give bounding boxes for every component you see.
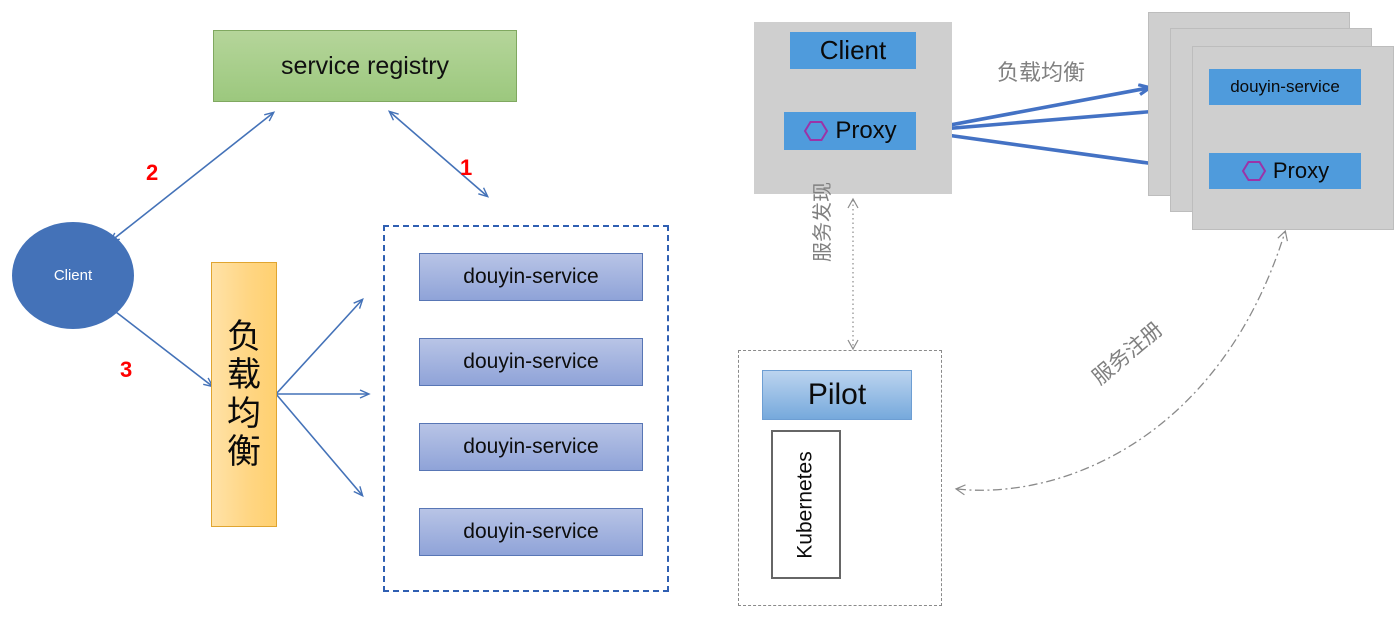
edge-lb-to-service-top (275, 297, 364, 395)
service-sidecar-proxy-box: Proxy (1209, 153, 1361, 189)
load-balancer-char-2: 载 (227, 356, 261, 395)
douyin-service-box-2: douyin-service (419, 338, 643, 386)
edge-lb-to-service-bottom (275, 393, 364, 498)
client-circle-label: Client (53, 267, 93, 284)
load-balancer-char-3: 均 (227, 394, 261, 433)
service-registry-box: service registry (213, 30, 517, 102)
load-balancer-box: 负 载 均 衡 (211, 262, 277, 527)
service-pool-container (383, 225, 669, 592)
douyin-service-label-1: douyin-service (463, 265, 599, 288)
client-sidecar-proxy-box: Proxy (784, 112, 916, 150)
hexagon-icon (1241, 161, 1267, 181)
step-number-2: 2 (146, 160, 159, 185)
edge-registry-to-client (108, 111, 276, 243)
service-app-box: douyin-service (1209, 69, 1361, 105)
step-number-1: 1 (460, 155, 473, 180)
service-registry-label: service registry (280, 51, 450, 80)
service-registration-edge-label: 服务注册 (1088, 317, 1168, 390)
douyin-service-box-3: douyin-service (419, 423, 643, 471)
douyin-service-box-1: douyin-service (419, 253, 643, 301)
hexagon-icon (804, 121, 829, 141)
client-circle: Client (12, 222, 134, 329)
service-sidecar-proxy-label: Proxy (1272, 158, 1330, 183)
edge-proxy-to-pod-2 (917, 110, 1170, 133)
client-sidecar-proxy-label: Proxy (835, 117, 897, 144)
douyin-service-label-3: douyin-service (463, 435, 599, 458)
control-plane-container (738, 350, 942, 606)
pilot-label: Pilot (807, 378, 867, 411)
douyin-service-label-4: douyin-service (463, 520, 599, 543)
kubernetes-label: Kubernetes (794, 450, 818, 559)
service-discovery-edge-label: 服务发现 (812, 182, 834, 262)
kubernetes-box: Kubernetes (771, 430, 841, 579)
edge-registry-to-services (387, 110, 490, 198)
step-number-3: 3 (120, 357, 133, 382)
pilot-box: Pilot (762, 370, 912, 420)
load-balancer-char-4: 衡 (227, 432, 261, 471)
douyin-service-label-2: douyin-service (463, 350, 599, 373)
load-balancing-edge-label: 负载均衡 (997, 60, 1086, 85)
douyin-service-box-4: douyin-service (419, 508, 643, 556)
edge-proxy-to-pod-1 (917, 88, 1148, 133)
client-app-label: Client (819, 35, 887, 65)
client-app-box: Client (790, 32, 916, 69)
load-balancer-char-1: 负 (227, 318, 261, 357)
service-app-label: douyin-service (1230, 77, 1340, 96)
